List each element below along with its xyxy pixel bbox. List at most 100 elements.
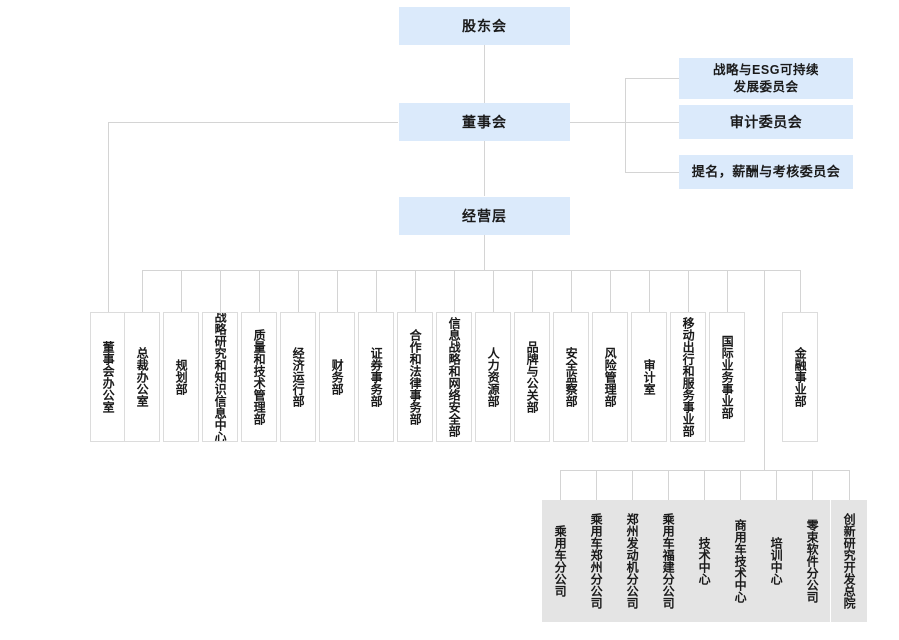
line-subsidiary-drop-6	[740, 470, 741, 500]
node-label: 战略研究和知识信息中心	[213, 312, 228, 442]
node-label: 安全监察部	[564, 347, 579, 407]
node-label: 商用车技术中心	[733, 519, 748, 603]
node-label: 董事会办公室	[101, 341, 116, 413]
node-department-16[interactable]: 国际业务事业部	[709, 312, 745, 442]
node-label: 信息战略和网络安全部	[447, 317, 462, 437]
committee-label-line1: 战略与ESG可持续	[713, 62, 819, 77]
line-bus-drop-6	[337, 270, 338, 312]
line-subsidiary-drop-4	[668, 470, 669, 500]
node-label: 技术中心	[697, 537, 712, 585]
node-department-1[interactable]: 总裁办公室	[124, 312, 160, 442]
line-bus-drop-10	[493, 270, 494, 312]
node-department-17[interactable]: 金融事业部	[782, 312, 818, 442]
node-department-6[interactable]: 财务部	[319, 312, 355, 442]
line-subsidiary-drop-8	[812, 470, 813, 500]
line-subsidiary-drop-3	[632, 470, 633, 500]
node-label: 乘用车分公司	[553, 525, 568, 597]
node-management-layer[interactable]: 经营层	[399, 197, 570, 235]
line-subsidiary-drop-1	[560, 470, 561, 500]
node-label: 培训中心	[769, 537, 784, 585]
committee-label-line1: 提名，薪酬与考核委员会	[691, 164, 841, 180]
node-committee-strategy-esg[interactable]: 战略与ESG可持续 发展委员会	[679, 58, 853, 99]
line-bus-drop-17	[800, 270, 801, 312]
node-subsidiary-8[interactable]: 零束软件分公司	[794, 500, 830, 622]
node-subsidiary-9[interactable]: 创新研究开发总院	[831, 500, 867, 622]
line-board-to-board-office-h	[108, 122, 398, 123]
node-label: 创新研究开发总院	[842, 513, 857, 609]
node-label: 规划部	[174, 359, 189, 395]
node-label: 零束软件分公司	[805, 519, 820, 603]
committee-label-line1: 审计委员会	[729, 113, 803, 130]
node-department-10[interactable]: 人力资源部	[475, 312, 511, 442]
line-bus-drop-7	[376, 270, 377, 312]
line-subsidiary-drop-7	[776, 470, 777, 500]
line-bus-drop-3	[220, 270, 221, 312]
node-label: 总裁办公室	[135, 347, 150, 407]
node-label: 金融事业部	[793, 347, 808, 407]
node-subsidiary-2[interactable]: 乘用车郑州分公司	[578, 500, 614, 622]
line-bus-drop-8	[415, 270, 416, 312]
line-bus-drop-5	[298, 270, 299, 312]
line-management-to-bus	[484, 234, 485, 270]
line-subsidiary-bus	[560, 470, 850, 471]
line-shareholders-to-board	[484, 45, 485, 104]
line-subsidiary-drop-5	[704, 470, 705, 500]
line-bus-drop-15	[688, 270, 689, 312]
node-subsidiary-7[interactable]: 培训中心	[758, 500, 794, 622]
node-committee-audit[interactable]: 审计委员会	[679, 105, 853, 139]
committee-label-line2: 发展委员会	[733, 79, 799, 94]
node-board-of-directors[interactable]: 董事会	[399, 103, 570, 141]
line-subsidiary-drop-9	[849, 470, 850, 500]
node-subsidiary-3[interactable]: 郑州发动机分公司	[614, 500, 650, 622]
node-label: 董事会	[462, 114, 507, 130]
line-bus-drop-4	[259, 270, 260, 312]
node-subsidiary-5[interactable]: 技术中心	[686, 500, 722, 622]
node-department-7[interactable]: 证券事务部	[358, 312, 394, 442]
line-bus-drop-1	[142, 270, 143, 312]
node-shareholders-meeting[interactable]: 股东会	[399, 7, 570, 45]
node-department-2[interactable]: 规划部	[163, 312, 199, 442]
node-label: 品牌与公关部	[525, 341, 540, 413]
line-board-to-management	[484, 140, 485, 196]
node-department-9[interactable]: 信息战略和网络安全部	[436, 312, 472, 442]
node-label: 质量和技术管理部	[252, 329, 267, 425]
node-label: 人力资源部	[486, 347, 501, 407]
node-department-13[interactable]: 风险管理部	[592, 312, 628, 442]
node-label: 财务部	[330, 359, 345, 395]
node-subsidiary-6[interactable]: 商用车技术中心	[722, 500, 758, 622]
node-label: 国际业务事业部	[720, 335, 735, 419]
node-department-11[interactable]: 品牌与公关部	[514, 312, 550, 442]
line-bus-drop-9	[454, 270, 455, 312]
node-subsidiary-4[interactable]: 乘用车福建分公司	[650, 500, 686, 622]
line-trunk-to-committee-1	[625, 78, 680, 79]
line-committee-trunk	[625, 78, 626, 172]
node-board-office[interactable]: 董事会办公室	[90, 312, 126, 442]
node-department-15[interactable]: 移动出行和服务事业部	[670, 312, 706, 442]
node-label: 移动出行和服务事业部	[681, 317, 696, 437]
line-bus-drop-14	[649, 270, 650, 312]
line-trunk-to-committee-3	[625, 172, 680, 173]
node-label: 乘用车福建分公司	[661, 513, 676, 609]
node-department-8[interactable]: 合作和法律事务部	[397, 312, 433, 442]
line-board-to-board-office-v	[108, 122, 109, 312]
line-bus-to-subsidiary-bus	[764, 270, 765, 470]
line-bus-drop-12	[571, 270, 572, 312]
node-label: 乘用车郑州分公司	[589, 513, 604, 609]
line-department-bus	[142, 270, 801, 271]
node-label: 审计室	[642, 359, 657, 395]
node-label: 合作和法律事务部	[408, 329, 423, 425]
node-subsidiary-1[interactable]: 乘用车分公司	[542, 500, 578, 622]
node-label: 股东会	[462, 18, 507, 34]
node-department-5[interactable]: 经济运行部	[280, 312, 316, 442]
node-label: 证券事务部	[369, 347, 384, 407]
node-label: 郑州发动机分公司	[625, 513, 640, 609]
node-department-12[interactable]: 安全监察部	[553, 312, 589, 442]
node-department-4[interactable]: 质量和技术管理部	[241, 312, 277, 442]
node-committee-nomination-remuneration-assessment[interactable]: 提名，薪酬与考核委员会	[679, 155, 853, 189]
line-bus-drop-2	[181, 270, 182, 312]
node-department-3[interactable]: 战略研究和知识信息中心	[202, 312, 238, 442]
node-label: 风险管理部	[603, 347, 618, 407]
line-bus-drop-11	[532, 270, 533, 312]
node-department-14[interactable]: 审计室	[631, 312, 667, 442]
